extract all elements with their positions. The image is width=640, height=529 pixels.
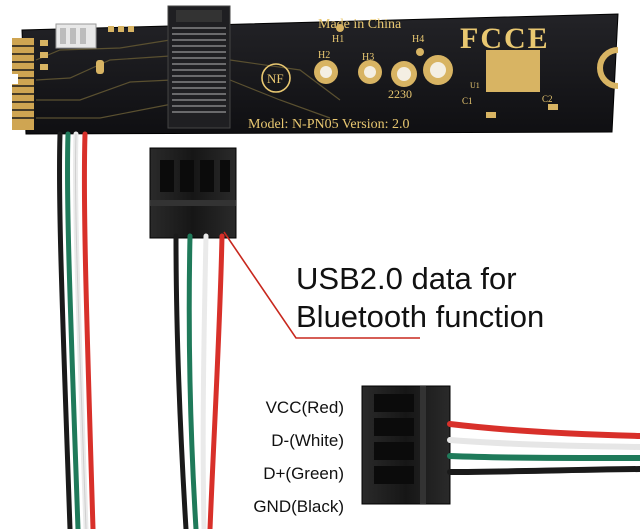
mounting-holes	[314, 24, 453, 87]
nf-mark: NF	[261, 63, 291, 93]
hole-label-h2: H2	[318, 50, 330, 61]
part-label-u1: U1	[470, 81, 480, 90]
pin-label-d-minus: D-(White)	[271, 431, 344, 450]
hole-label-h1: H1	[332, 34, 344, 45]
m2-adapter-board: Made in China H1 H2 H3 H4 2230 U1 C1 C2 …	[8, 5, 619, 135]
hole-label-h3: H3	[362, 52, 374, 63]
part-label-c2: C2	[542, 94, 553, 104]
vertical-connector-wires	[173, 233, 225, 529]
pin-label-gnd: GND(Black)	[253, 497, 344, 516]
horizontal-connector-wires	[447, 421, 640, 475]
size-label: 2230	[388, 87, 412, 101]
m2-socket	[167, 5, 231, 129]
fcc-ce-mark: FCCE	[460, 22, 550, 55]
callout-leader-line	[223, 231, 420, 339]
onboard-header	[55, 23, 97, 49]
callout-line-1: USB2.0 data for	[296, 261, 517, 296]
svg-text:NF: NF	[267, 71, 284, 86]
callout-line-2: Bluetooth function	[296, 299, 545, 334]
copper-pad	[486, 50, 540, 92]
screw-notch	[597, 47, 619, 89]
hole-label-h4: H4	[412, 34, 424, 45]
dupont-connector-vertical	[149, 147, 237, 239]
model-label: Model: N-PN05 Version: 2.0	[248, 117, 410, 132]
part-label-c1: C1	[462, 96, 473, 106]
pin-label-d-plus: D+(Green)	[263, 464, 344, 483]
dupont-connector-horizontal	[361, 385, 451, 505]
main-cable	[56, 131, 96, 529]
pin-label-vcc: VCC(Red)	[265, 398, 344, 417]
made-in-china-label: Made in China	[318, 17, 402, 32]
gold-fingers	[8, 38, 34, 130]
bluetooth-callout: USB2.0 data for Bluetooth function	[296, 260, 596, 336]
